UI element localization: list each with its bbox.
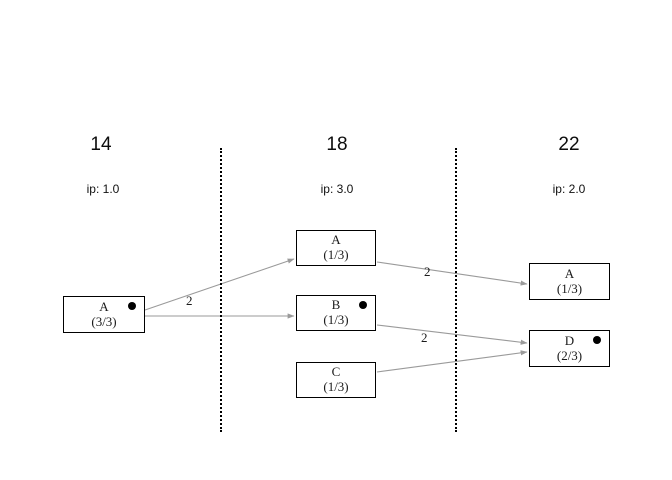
node-a-1[interactable]: A(1/3) xyxy=(296,230,376,266)
node-label: A xyxy=(564,265,575,281)
edge-n1-to-n4 xyxy=(376,261,528,286)
node-d-5[interactable]: D(2/3) xyxy=(529,330,610,367)
node-label: A xyxy=(331,232,341,248)
token-dot-icon xyxy=(593,336,601,344)
node-label: D xyxy=(564,332,575,348)
node-token-count: (1/3) xyxy=(556,280,583,296)
separator-line-1 xyxy=(455,148,457,432)
column-ip-2: ip: 2.0 xyxy=(552,182,586,196)
node-c-3[interactable]: C(1/3) xyxy=(296,362,376,398)
column-ip-0: ip: 1.0 xyxy=(86,182,120,196)
node-label: A xyxy=(99,298,109,314)
column-ip-1: ip: 3.0 xyxy=(320,182,354,196)
node-label: B xyxy=(331,297,341,313)
edge-weight-label: 2 xyxy=(186,293,193,308)
edge-n3-to-n5 xyxy=(376,350,528,373)
node-token-count: (1/3) xyxy=(323,312,349,327)
token-dot-icon xyxy=(128,302,136,310)
node-b-2[interactable]: B(1/3) xyxy=(296,295,376,331)
token-dot-icon xyxy=(359,301,367,309)
separator-line-0 xyxy=(220,148,222,432)
node-token-count: (1/3) xyxy=(323,247,349,262)
column-time-0: 14 xyxy=(90,134,112,155)
node-token-count: (1/3) xyxy=(323,379,349,394)
edge-weight-label: 2 xyxy=(421,330,428,345)
node-token-count: (2/3) xyxy=(556,347,583,363)
edge-weight-label: 2 xyxy=(424,264,431,279)
column-time-1: 18 xyxy=(326,134,348,155)
node-label: C xyxy=(331,364,341,380)
node-token-count: (3/3) xyxy=(91,313,117,329)
node-a-4[interactable]: A(1/3) xyxy=(529,263,610,300)
column-time-2: 22 xyxy=(558,134,580,155)
edge-n2-to-n5 xyxy=(376,324,528,345)
node-a-0[interactable]: A(3/3) xyxy=(63,296,145,333)
